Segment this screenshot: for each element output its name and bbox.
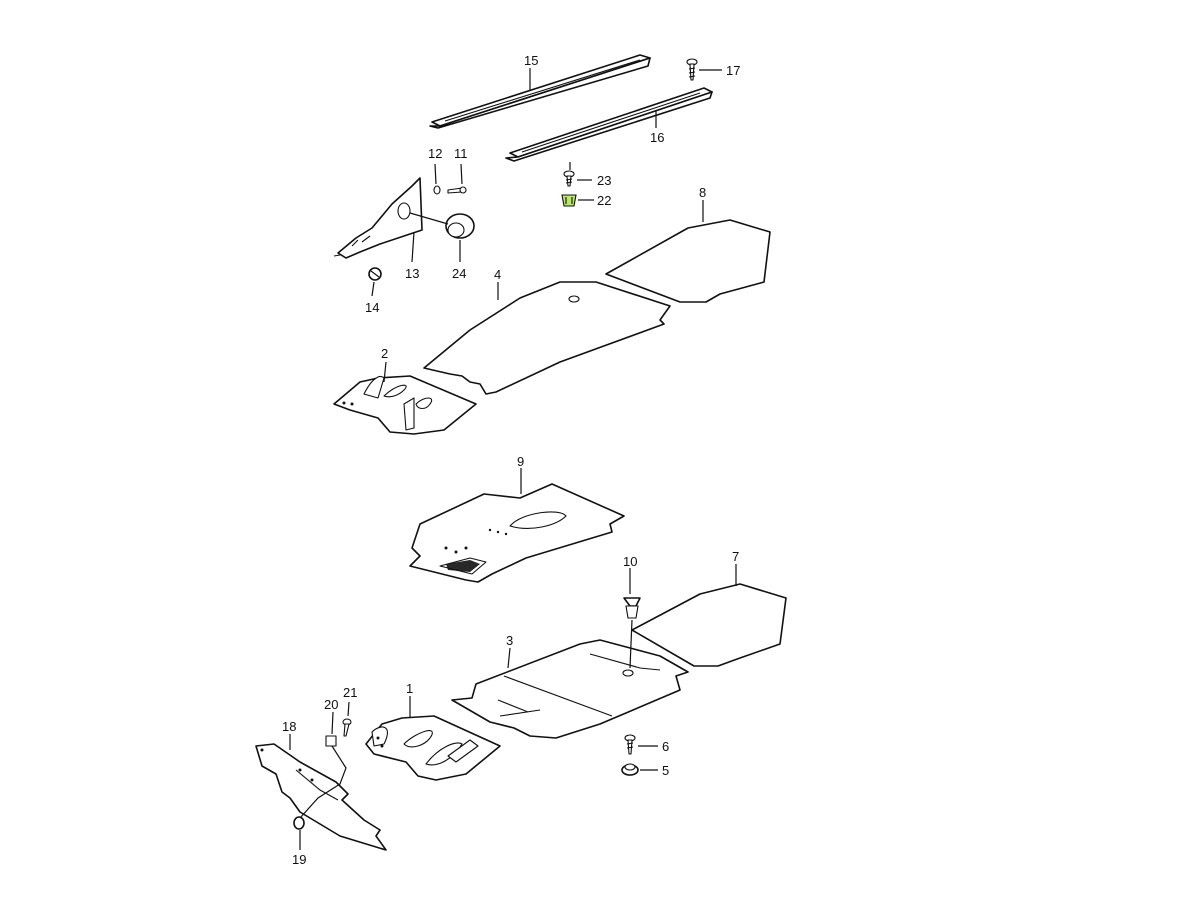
callout-leaders (289, 68, 737, 850)
part-8-carpet[interactable] (605, 219, 771, 303)
callout-15: 15 (524, 53, 538, 68)
part-21-screw[interactable] (342, 718, 352, 737)
callout-22: 22 (597, 193, 611, 208)
part-4-carpet[interactable] (423, 281, 671, 395)
part-2-footwell-mat[interactable] (333, 375, 477, 435)
callout-3: 3 (506, 633, 513, 648)
callout-20: 20 (324, 697, 338, 712)
callout-14: 14 (365, 300, 379, 315)
callout-1: 1 (406, 681, 413, 696)
callout-9: 9 (517, 454, 524, 469)
part-20-nut[interactable] (325, 735, 337, 747)
callout-5: 5 (662, 763, 669, 778)
callout-18: 18 (282, 719, 296, 734)
part-10-push-clip[interactable] (623, 597, 641, 669)
callout-6: 6 (662, 739, 669, 754)
part-18-leader (299, 745, 347, 819)
part-13-side-panel[interactable] (333, 177, 423, 259)
part-5-nut[interactable] (621, 763, 639, 776)
callout-21: 21 (343, 685, 357, 700)
part-15-sill-strip[interactable] (429, 54, 651, 129)
part-18-side-panel[interactable] (255, 743, 387, 851)
callout-13: 13 (405, 266, 419, 281)
part-24-round-cover[interactable] (409, 212, 475, 239)
callout-12: 12 (428, 146, 442, 161)
part-17-screw[interactable] (686, 58, 698, 81)
part-16-sill-strip[interactable] (505, 87, 713, 162)
callout-16: 16 (650, 130, 664, 145)
part-19-clip[interactable] (293, 816, 305, 830)
part-7-carpet[interactable] (631, 583, 787, 667)
callout-23: 23 (597, 173, 611, 188)
part-11-screw[interactable] (447, 186, 467, 194)
part-12-washer[interactable] (433, 185, 441, 195)
callout-10: 10 (623, 554, 637, 569)
part-1-footwell-mat[interactable] (365, 715, 501, 781)
part-14-plug[interactable] (368, 267, 382, 281)
callout-labels: 15 17 16 12 11 23 22 8 13 24 14 4 2 9 10… (282, 53, 740, 867)
callout-7: 7 (732, 549, 739, 564)
part-6-screw[interactable] (624, 734, 636, 755)
callout-4: 4 (494, 267, 501, 282)
part-3-carpet[interactable] (451, 639, 689, 739)
callout-11: 11 (454, 146, 468, 161)
part-22-clip-nut[interactable] (561, 194, 577, 207)
callout-24: 24 (452, 266, 466, 281)
part-23-screw[interactable] (563, 170, 575, 187)
callout-19: 19 (292, 852, 306, 867)
callout-2: 2 (381, 346, 388, 361)
callout-17: 17 (726, 63, 740, 78)
callout-8: 8 (699, 185, 706, 200)
part-9-tunnel-carpet[interactable] (409, 483, 625, 583)
